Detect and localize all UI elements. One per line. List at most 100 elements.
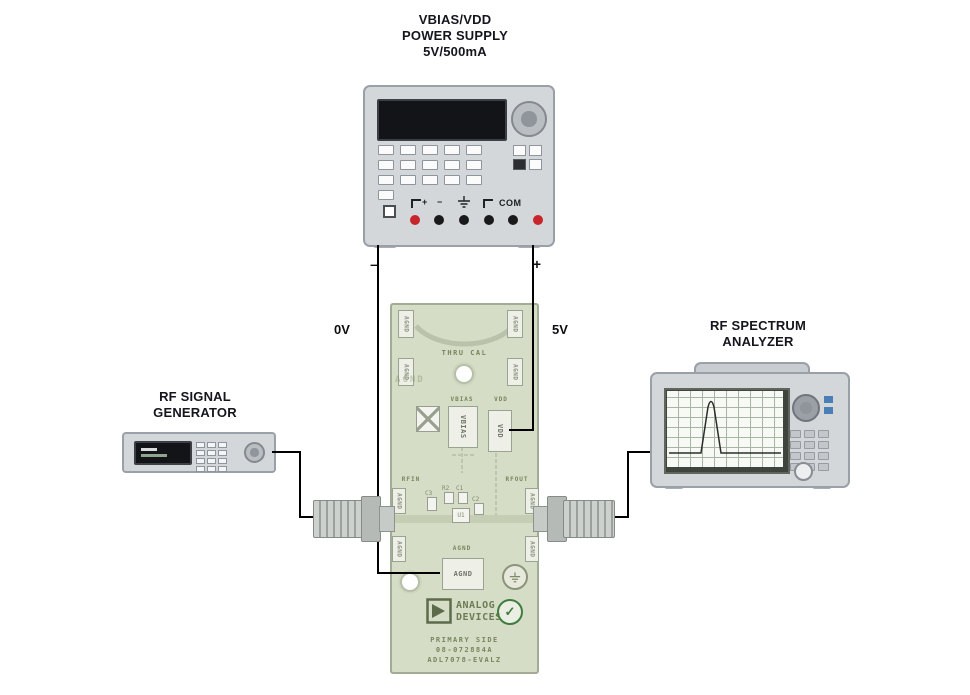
key-button <box>444 160 460 170</box>
key-button <box>378 145 394 155</box>
display-segment <box>141 454 167 457</box>
signal-generator-title: RF SIGNAL GENERATOR <box>110 389 280 421</box>
analyzer-knob-icon <box>792 394 820 422</box>
key-button <box>818 441 829 449</box>
power-supply-title-line2: POWER SUPPLY <box>402 28 508 43</box>
com-label: COM <box>499 198 522 208</box>
display-segment <box>141 448 157 451</box>
key-button <box>218 442 227 448</box>
blue-key <box>824 407 833 414</box>
key-button <box>378 190 394 200</box>
key-button <box>818 452 829 460</box>
generator-keypad <box>196 442 234 472</box>
component-label: R2 <box>442 485 450 492</box>
vdd-label: VDD <box>494 396 508 403</box>
key-button <box>207 466 216 472</box>
agnd-pad: AGND <box>507 358 523 386</box>
key-button <box>400 160 416 170</box>
spectrum-analyzer-title-line2: ANALYZER <box>722 334 794 349</box>
aux-port-icon <box>383 205 396 218</box>
key-button <box>422 160 438 170</box>
key-button <box>400 175 416 185</box>
agnd-pad: AGND <box>507 310 523 338</box>
key-button <box>196 466 205 472</box>
key-button <box>218 450 227 456</box>
power-supply-title-line3: 5V/500mA <box>423 44 487 59</box>
pos-sign-label: + <box>532 256 542 272</box>
key-button <box>444 175 460 185</box>
key-button <box>790 441 801 449</box>
blue-key <box>824 396 833 403</box>
switch-button-dark <box>513 159 526 170</box>
terminal-black <box>508 215 518 225</box>
key-button <box>422 145 438 155</box>
analyzer-round-button <box>794 462 813 481</box>
ground-marker-icon <box>458 196 470 208</box>
switch-button <box>513 145 526 156</box>
spectrum-analyzer <box>650 372 850 488</box>
terminal-red <box>533 215 543 225</box>
spectrum-analyzer-title: RF SPECTRUM ANALYZER <box>653 318 863 350</box>
power-supply-switch-row2 <box>513 159 542 170</box>
five-volt-label: 5V <box>552 322 568 337</box>
generator-cable <box>272 451 314 518</box>
generator-knob-icon <box>244 442 265 463</box>
key-button <box>804 430 815 438</box>
switch-button <box>529 159 542 170</box>
unpopulated-component <box>416 406 440 432</box>
key-button <box>818 430 829 438</box>
analyzer-cable <box>612 451 650 518</box>
power-supply-switch-row1 <box>513 145 542 156</box>
part-number-label: 08-072884A <box>435 646 494 654</box>
key-button <box>804 452 815 460</box>
generator-display <box>134 441 192 465</box>
vdd-terminal-block: VDD <box>488 410 512 452</box>
key-button <box>218 458 227 464</box>
terminal-red <box>410 215 420 225</box>
key-button <box>466 160 482 170</box>
key-button <box>218 466 227 472</box>
power-supply-keypad <box>378 145 496 200</box>
terminal-black <box>459 215 469 225</box>
key-button <box>378 160 394 170</box>
key-button <box>196 450 205 456</box>
adi-logo-icon <box>426 598 452 624</box>
agnd-label: AGND <box>452 545 472 552</box>
key-button <box>207 450 216 456</box>
rfin-label: RFIN <box>401 476 421 483</box>
spectrum-trace <box>669 400 781 454</box>
component <box>458 492 468 504</box>
signal-generator <box>122 432 276 473</box>
primary-side-label: PRIMARY SIDE <box>430 636 499 644</box>
power-supply-display <box>377 99 507 141</box>
key-button <box>466 145 482 155</box>
neg-sign-label: – <box>370 256 378 272</box>
analyzer-graticule <box>667 391 783 467</box>
agnd-pad: AGND <box>398 310 414 338</box>
key-button <box>804 441 815 449</box>
thru-cal-label: THRU CAL <box>441 349 488 357</box>
ic-component: U1 <box>452 508 470 523</box>
vbias-terminal-block: VBIAS <box>448 406 478 448</box>
eval-board: AGND AGND THRU CAL AGND AGND AGND VBIAS … <box>390 303 539 674</box>
sma-barrel <box>313 500 365 538</box>
sma-barrel <box>563 500 615 538</box>
component-label: C1 <box>456 485 464 492</box>
agnd-pad: AGND <box>392 536 406 562</box>
mounting-hole <box>400 572 420 592</box>
key-button <box>196 442 205 448</box>
key-button <box>818 463 829 471</box>
terminal-black <box>484 215 494 225</box>
logo-text-line1: ANALOG <box>456 600 496 611</box>
terminal-bracket-icon <box>483 199 493 208</box>
key-button <box>196 458 205 464</box>
component <box>474 503 484 515</box>
component <box>427 497 437 511</box>
key-button <box>790 430 801 438</box>
terminal-black <box>434 215 444 225</box>
vbias-label: VBIAS <box>450 396 474 403</box>
rohs-check-icon: ✓ <box>497 599 523 625</box>
terminal-minus-sign: − <box>437 197 443 207</box>
key-button <box>444 145 460 155</box>
